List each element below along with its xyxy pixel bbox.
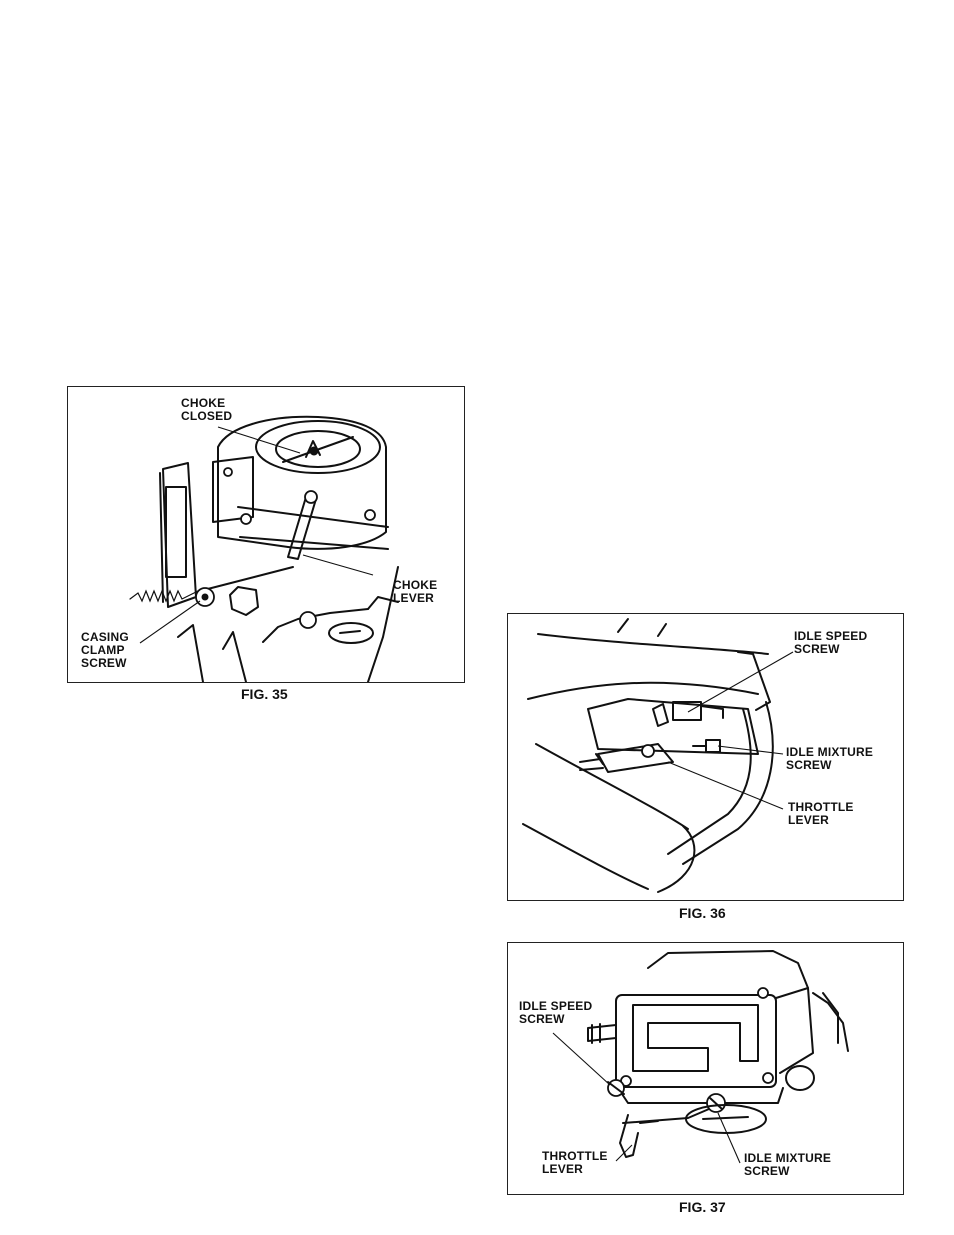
figure-37-caption: FIG. 37 (679, 1199, 726, 1215)
label-idle-mixture-screw: IDLE MIXTURE SCREW (786, 746, 873, 772)
figure-35-caption: FIG. 35 (241, 686, 288, 702)
label-throttle-lever: THROTTLE LEVER (542, 1150, 608, 1176)
figure-37: IDLE SPEED SCREW THROTTLE LEVER IDLE MIX… (507, 942, 904, 1195)
figure-36-caption: FIG. 36 (679, 905, 726, 921)
label-casing-clamp-screw: CASING CLAMP SCREW (81, 631, 129, 670)
figure-36: IDLE SPEED SCREW IDLE MIXTURE SCREW THRO… (507, 613, 904, 901)
label-choke-closed: CHOKE CLOSED (181, 397, 232, 423)
label-throttle-lever: THROTTLE LEVER (788, 801, 854, 827)
label-idle-speed-screw: IDLE SPEED SCREW (794, 630, 867, 656)
label-idle-speed-screw: IDLE SPEED SCREW (519, 1000, 592, 1026)
label-choke-lever: CHOKE LEVER (393, 579, 437, 605)
label-idle-mixture-screw: IDLE MIXTURE SCREW (744, 1152, 831, 1178)
figure-35: CHOKE CLOSED CHOKE LEVER CASING CLAMP SC… (67, 386, 465, 683)
